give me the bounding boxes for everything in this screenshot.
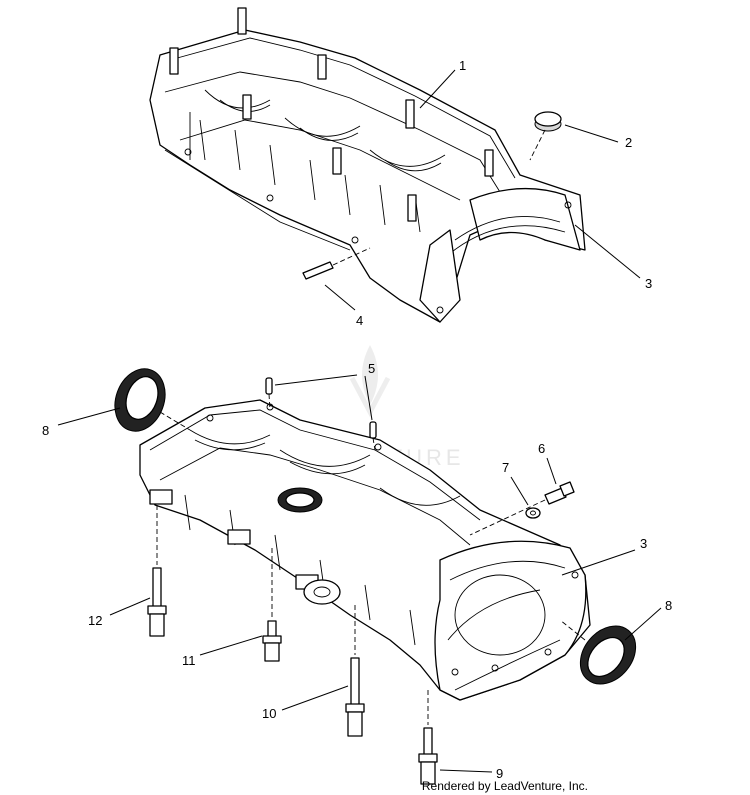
callout-3-upper: 3 [645, 276, 652, 291]
part-8-seal-left [114, 368, 191, 432]
credit-text: Rendered by LeadVenture, Inc. [421, 779, 588, 793]
part-11-bolt [262, 548, 282, 662]
callout-8-left: 8 [42, 423, 49, 438]
part-4-dowel-pin [302, 247, 371, 280]
cylinder-stud [169, 7, 494, 222]
part-5-dowel-pins [265, 377, 377, 451]
callout-10: 10 [262, 706, 276, 721]
callout-7: 7 [502, 460, 509, 475]
callout-6: 6 [538, 441, 545, 456]
callout-12: 12 [88, 613, 102, 628]
part-10-bolt [345, 605, 365, 737]
lower-crankcase [139, 399, 591, 701]
callout-5: 5 [368, 361, 375, 376]
callout-1: 1 [459, 58, 466, 73]
watermark-logo [349, 345, 391, 418]
part-9-bolt [418, 690, 438, 785]
part-2-plug [529, 111, 562, 161]
callout-2: 2 [625, 135, 632, 150]
callout-3-lower: 3 [640, 536, 647, 551]
upper-crankcase [149, 7, 586, 323]
part-6-bolt [469, 481, 575, 536]
callout-9: 9 [496, 766, 503, 781]
part-8-seal-right [559, 619, 637, 685]
callout-11: 11 [182, 653, 196, 668]
callout-4: 4 [356, 313, 363, 328]
part-7-washer [525, 507, 541, 519]
callout-leaders [57, 69, 662, 773]
callout-8-right: 8 [665, 598, 672, 613]
part-12-bolt [147, 505, 167, 637]
